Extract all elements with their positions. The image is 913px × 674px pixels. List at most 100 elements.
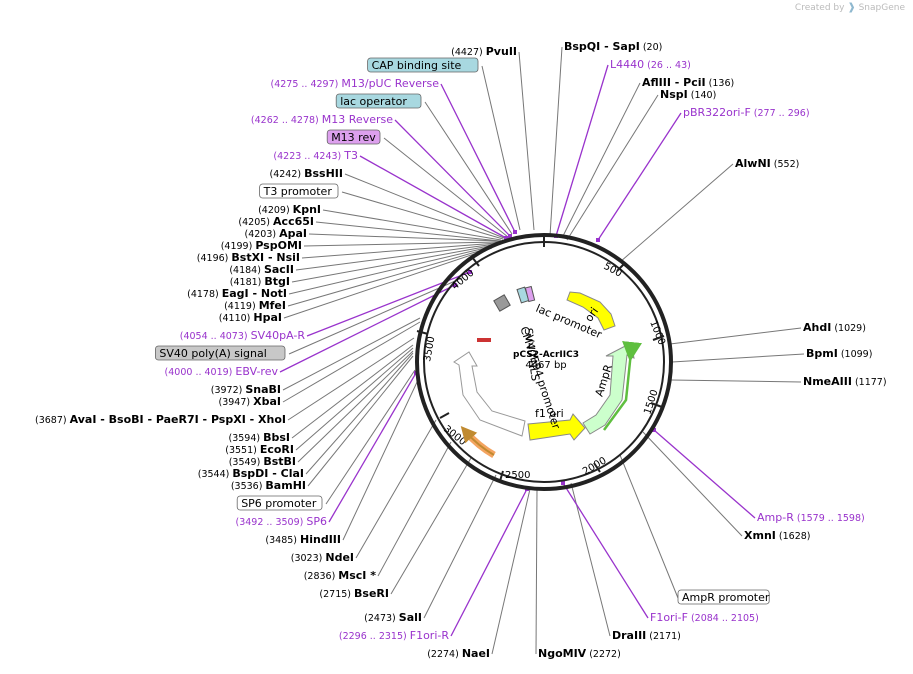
primer-sp6[interactable]: (3492 .. 3509) SP6	[236, 515, 328, 528]
site-apai[interactable]: (4203) ApaI	[244, 227, 307, 240]
feature-box-label: SP6 promoter	[241, 497, 317, 510]
primer-site-marker	[561, 481, 565, 485]
name-text: AhdI	[803, 321, 831, 334]
site-label: (3023) NdeI	[291, 551, 354, 564]
name-text: BtgI	[264, 275, 290, 288]
name-text: PspOMI	[255, 239, 302, 252]
primer-label: (4000 .. 4019) EBV-rev	[165, 365, 279, 378]
site-kpni[interactable]: (4209) KpnI	[258, 203, 321, 216]
primer-f1ori-f[interactable]: F1ori-F (2084 .. 2105)	[650, 611, 759, 624]
leader-line	[394, 119, 511, 237]
primer-label: (4262 .. 4278) M13 Reverse	[251, 113, 393, 126]
site-pspomi[interactable]: (4199) PspOMI	[221, 239, 302, 252]
site-nmeaiii[interactable]: NmeAIII (1177)	[803, 375, 887, 388]
primer-m13-reverse[interactable]: (4262 .. 4278) M13 Reverse	[251, 113, 393, 126]
name-text: NspI	[660, 88, 688, 101]
site-avai-bsobi-paer7i-pspxi-xhoi[interactable]: (3687) AvaI - BsoBI - PaeR7I - PspXI - X…	[35, 413, 286, 426]
primer-amp-r[interactable]: Amp-R (1579 .. 1598)	[757, 511, 865, 524]
feature-box-sp6-promoter[interactable]: SP6 promoter	[236, 495, 323, 511]
leader-line	[342, 379, 419, 541]
site-snabi[interactable]: (3972) SnaBI	[211, 383, 281, 396]
feature-box	[677, 589, 770, 605]
site-bstbi[interactable]: (3549) BstBI	[229, 455, 296, 468]
name-text: SV40pA-R	[251, 329, 306, 342]
feature-box-lac-operator[interactable]: lac operator	[335, 93, 422, 109]
site-ecori[interactable]: (3551) EcoRI	[225, 443, 294, 456]
site-bspdi-clai[interactable]: (3544) BspDI - ClaI	[198, 467, 304, 480]
feature-ampr[interactable]: AmpR	[582, 341, 642, 435]
position-text: (140)	[688, 90, 717, 101]
feature-ori[interactable]: ori	[566, 291, 616, 331]
feature-box	[367, 57, 479, 73]
primer-label: (4054 .. 4073) SV40pA-R	[180, 329, 306, 342]
position-text: (4184)	[229, 265, 264, 276]
leader-line	[562, 482, 649, 619]
site-eagi-noti[interactable]: (4178) EagI - NotI	[187, 287, 287, 300]
primer-pbr322ori-f[interactable]: pBR322ori-F (277 .. 296)	[683, 106, 810, 119]
primer-f1ori-r[interactable]: (2296 .. 2315) F1ori-R	[339, 629, 449, 642]
site-bsshii[interactable]: (4242) BssHII	[270, 167, 343, 180]
site-xmni[interactable]: XmnI (1628)	[744, 529, 810, 542]
leader-line	[355, 419, 437, 559]
primer-site-marker	[468, 270, 472, 274]
position-text: (4178)	[187, 289, 222, 300]
feature-box-label: SV40 poly(A) signal	[159, 347, 266, 360]
primer-m13-puc-reverse[interactable]: (4275 .. 4297) M13/pUC Reverse	[271, 77, 440, 90]
name-text: SacII	[264, 263, 294, 276]
site-bspqi-sapi[interactable]: BspQI - SapI (20)	[564, 40, 662, 53]
site-ahdi[interactable]: AhdI (1029)	[803, 321, 866, 334]
site-label: (2715) BseRI	[319, 587, 389, 600]
leader-line	[288, 245, 495, 295]
primer-l4440[interactable]: L4440 (26 .. 43)	[610, 58, 691, 71]
site-pvuii[interactable]: (4427) PvuII	[451, 45, 517, 58]
feature-box-m13-rev[interactable]: M13 rev	[326, 129, 381, 145]
site-label: NmeAIII (1177)	[803, 375, 887, 388]
name-text: EcoRI	[260, 443, 294, 456]
feature-box-cap-binding-site[interactable]: CAP binding site	[367, 57, 479, 73]
site-alwni[interactable]: AlwNI (552)	[735, 157, 799, 170]
site-label: (4181) BtgI	[230, 275, 290, 288]
site-bpmi[interactable]: BpmI (1099)	[806, 347, 872, 360]
feature-box-sv40-poly-a-signal[interactable]: SV40 poly(A) signal	[154, 345, 286, 361]
site-bstxi-nsii[interactable]: (4196) BstXI - NsiI	[197, 251, 300, 264]
feature-f1-ori[interactable]: f1 ori	[527, 407, 586, 441]
feature-box-label: M13 rev	[331, 131, 376, 144]
leader-line	[322, 209, 502, 241]
name-text: BssHII	[304, 167, 343, 180]
primer-sv40pa-r[interactable]: (4054 .. 4073) SV40pA-R	[180, 329, 306, 342]
name-text: AflIII - PciI	[642, 76, 706, 89]
site-hpai[interactable]: (4110) HpaI	[219, 311, 282, 324]
site-hindiii[interactable]: (3485) HindIII	[265, 533, 341, 546]
site-sali[interactable]: (2473) SalI	[364, 611, 422, 624]
site-msci[interactable]: (2836) MscI *	[304, 569, 377, 582]
leader-line	[390, 457, 472, 595]
site-draiii[interactable]: DraIII (2171)	[612, 629, 681, 642]
site-bamhi[interactable]: (3536) BamHI	[231, 479, 306, 492]
site-ngomiv[interactable]: NgoMIV (2272)	[538, 647, 621, 660]
position-text: (1579 .. 1598)	[794, 513, 865, 524]
site-nspi[interactable]: NspI (140)	[660, 88, 716, 101]
orange-feature-line	[460, 425, 495, 456]
site-btgi[interactable]: (4181) BtgI	[230, 275, 290, 288]
site-sacii[interactable]: (4184) SacII	[229, 263, 294, 276]
site-naei[interactable]: (2274) NaeI	[427, 647, 490, 660]
name-text: NdeI	[325, 551, 354, 564]
site-bseri[interactable]: (2715) BseRI	[319, 587, 389, 600]
name-text: ApaI	[279, 227, 307, 240]
site-mfei[interactable]: (4119) MfeI	[224, 299, 286, 312]
site-acc65i[interactable]: (4205) Acc65I	[238, 215, 314, 228]
site-xbai[interactable]: (3947) XbaI	[219, 395, 281, 408]
position-text: (552)	[771, 159, 800, 170]
primer-t3[interactable]: (4223 .. 4243) T3	[273, 149, 358, 162]
site-ndei[interactable]: (3023) NdeI	[291, 551, 354, 564]
leader-line	[341, 191, 504, 240]
position-text: (3485)	[265, 535, 300, 546]
primer-ebv-rev[interactable]: (4000 .. 4019) EBV-rev	[165, 365, 279, 378]
site-label: (4209) KpnI	[258, 203, 321, 216]
site-bbsi[interactable]: (3594) BbsI	[228, 431, 290, 444]
feature-box-ampr-promoter[interactable]: AmpR promoter	[677, 589, 770, 605]
feature-box-t3-promoter[interactable]: T3 promoter	[259, 183, 339, 199]
site-afliii-pcii[interactable]: AflIII - PciI (136)	[642, 76, 734, 89]
tick-label: 3500	[422, 336, 437, 363]
name-text: L4440	[610, 58, 644, 71]
